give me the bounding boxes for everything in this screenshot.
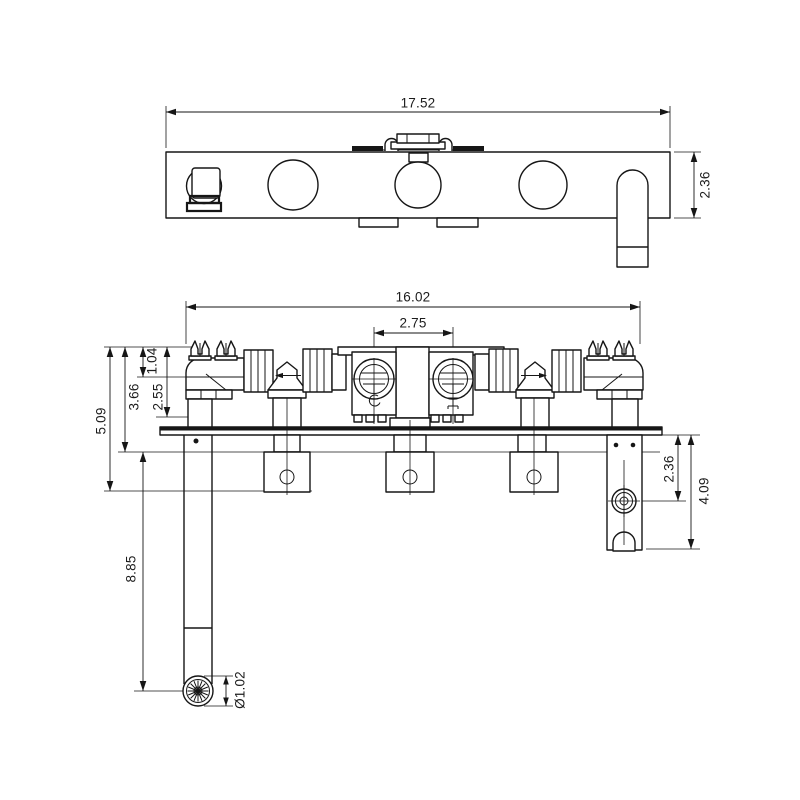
spout-top — [187, 168, 222, 211]
dim-label-top-body-height: 2.36 — [697, 171, 713, 199]
dim-label-bracket-hole-offset: 2.36 — [661, 455, 677, 483]
dim-16-02 — [186, 303, 640, 311]
trim-hole-1 — [268, 160, 318, 210]
dim-label-handle-spacing: 2.75 — [399, 315, 427, 331]
dim-2-75 — [374, 329, 453, 337]
dim-2-55 — [163, 347, 171, 417]
dim-3-66 — [121, 347, 129, 452]
dim-label-overall-depth: 5.09 — [93, 407, 109, 435]
dim-2-36-top — [690, 152, 698, 218]
dim-label-overall-width: 16.02 — [395, 289, 431, 305]
right-manifold-nut — [475, 349, 518, 392]
wing-nut-1 — [188, 340, 212, 361]
mounting-plate — [160, 427, 662, 435]
front-view — [104, 301, 700, 706]
left-union-nut — [244, 350, 273, 392]
wing-nut-4 — [612, 340, 636, 361]
spout-tube — [184, 435, 212, 684]
side-handle-top — [617, 170, 648, 267]
mounting-clip — [352, 134, 484, 151]
wing-nut-3 — [586, 340, 610, 361]
top-view — [166, 106, 701, 267]
hand-shower-bracket — [607, 435, 642, 551]
right-check-valve — [516, 362, 554, 428]
aerator — [183, 676, 213, 706]
dim-dia-1-02 — [223, 676, 229, 706]
dim-17-52 — [166, 108, 670, 116]
wing-nut-2 — [214, 340, 238, 361]
plate-tab-left — [359, 218, 398, 227]
shower-symbol — [369, 395, 380, 406]
dim-label-spout-outlet-diameter: Ø1.02 — [232, 671, 248, 709]
plate-screw — [193, 438, 199, 444]
dim-label-spout-drop: 8.85 — [123, 555, 139, 583]
right-union-nut — [552, 350, 581, 392]
right-elbow — [584, 358, 643, 428]
left-elbow — [186, 358, 244, 428]
dim-2-36-right — [674, 435, 682, 501]
dim-label-top-overall-length: 17.52 — [400, 95, 436, 111]
dim-1-04 — [139, 347, 147, 377]
dim-label-top-offset: 1.04 — [144, 347, 160, 375]
trim-hole-2 — [395, 153, 441, 208]
dim-8-85 — [139, 452, 147, 691]
dim-label-plate-depth: 3.66 — [126, 383, 142, 411]
dim-4-09 — [687, 435, 695, 549]
dim-5-09 — [106, 347, 114, 491]
plate-tab-right — [437, 218, 478, 227]
dim-label-bracket-length: 4.09 — [696, 477, 712, 505]
trim-hole-3 — [519, 161, 567, 209]
dim-label-valve-depth: 2.55 — [150, 383, 166, 411]
left-manifold-nut — [303, 349, 346, 392]
